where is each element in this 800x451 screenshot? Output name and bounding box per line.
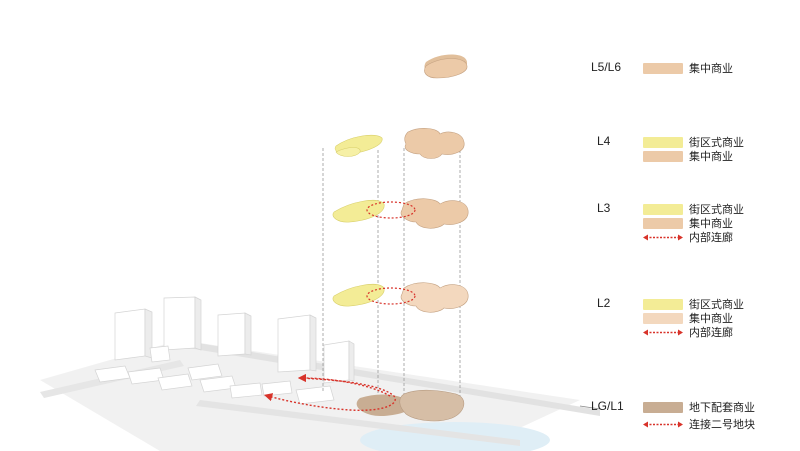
legend-item: 内部连廊 [643, 230, 733, 244]
level-l3 [332, 198, 469, 229]
legend-label: 地下配套商业 [689, 401, 755, 414]
legend-label: 街区式商业 [689, 298, 744, 311]
central-commercial-swatch [643, 217, 683, 229]
street-commercial-swatch [643, 203, 683, 215]
connector-arrow-icon [643, 234, 683, 240]
level-lg-l1 [263, 373, 465, 422]
legend-item: 街区式商业 [643, 202, 744, 216]
central-commercial-light-swatch [643, 312, 683, 324]
legend-item: 集中商业 [643, 149, 733, 163]
level-l4 [334, 128, 465, 159]
street-commercial-swatch [643, 136, 683, 148]
level-l5-l6 [424, 54, 468, 79]
legend-item: 街区式商业 [643, 297, 744, 311]
legend-item: 集中商业 [643, 61, 733, 75]
underground-commercial-swatch [643, 401, 683, 413]
legend-item: 连接二号地块 [643, 417, 755, 431]
street-commercial-swatch [643, 298, 683, 310]
legend-label: 集中商业 [689, 312, 733, 325]
legend-item: 地下配套商业 [643, 400, 755, 414]
legend-label: 集中商业 [689, 150, 733, 163]
central-commercial-swatch [643, 62, 683, 74]
legend-label: 连接二号地块 [689, 418, 755, 431]
legend-label: 集中商业 [689, 62, 733, 75]
central-commercial-swatch [643, 150, 683, 162]
legend-item: 街区式商业 [643, 135, 744, 149]
city-buildings [94, 296, 355, 405]
level-l2 [332, 282, 469, 313]
legend-item: 内部连廊 [643, 325, 733, 339]
legend-label: 街区式商业 [689, 136, 744, 149]
legend-level-l5-l6: L5/L6 [591, 60, 622, 74]
legend-level-l4: L4 [597, 134, 611, 148]
legend-label: 内部连廊 [689, 326, 733, 339]
legend-level-l2: L2 [597, 296, 611, 310]
legend-level-l3: L3 [597, 201, 611, 215]
connector-arrow-icon [643, 329, 683, 335]
connector-arrow-icon [643, 421, 683, 427]
legend-level-lg-l1: LG/L1 [591, 399, 624, 413]
legend-item: 集中商业 [643, 216, 733, 230]
legend-label: 内部连廊 [689, 231, 733, 244]
legend-item: 集中商业 [643, 311, 733, 325]
legend-label: 街区式商业 [689, 203, 744, 216]
vertical-guides [322, 140, 461, 412]
legend-label: 集中商业 [689, 217, 733, 230]
